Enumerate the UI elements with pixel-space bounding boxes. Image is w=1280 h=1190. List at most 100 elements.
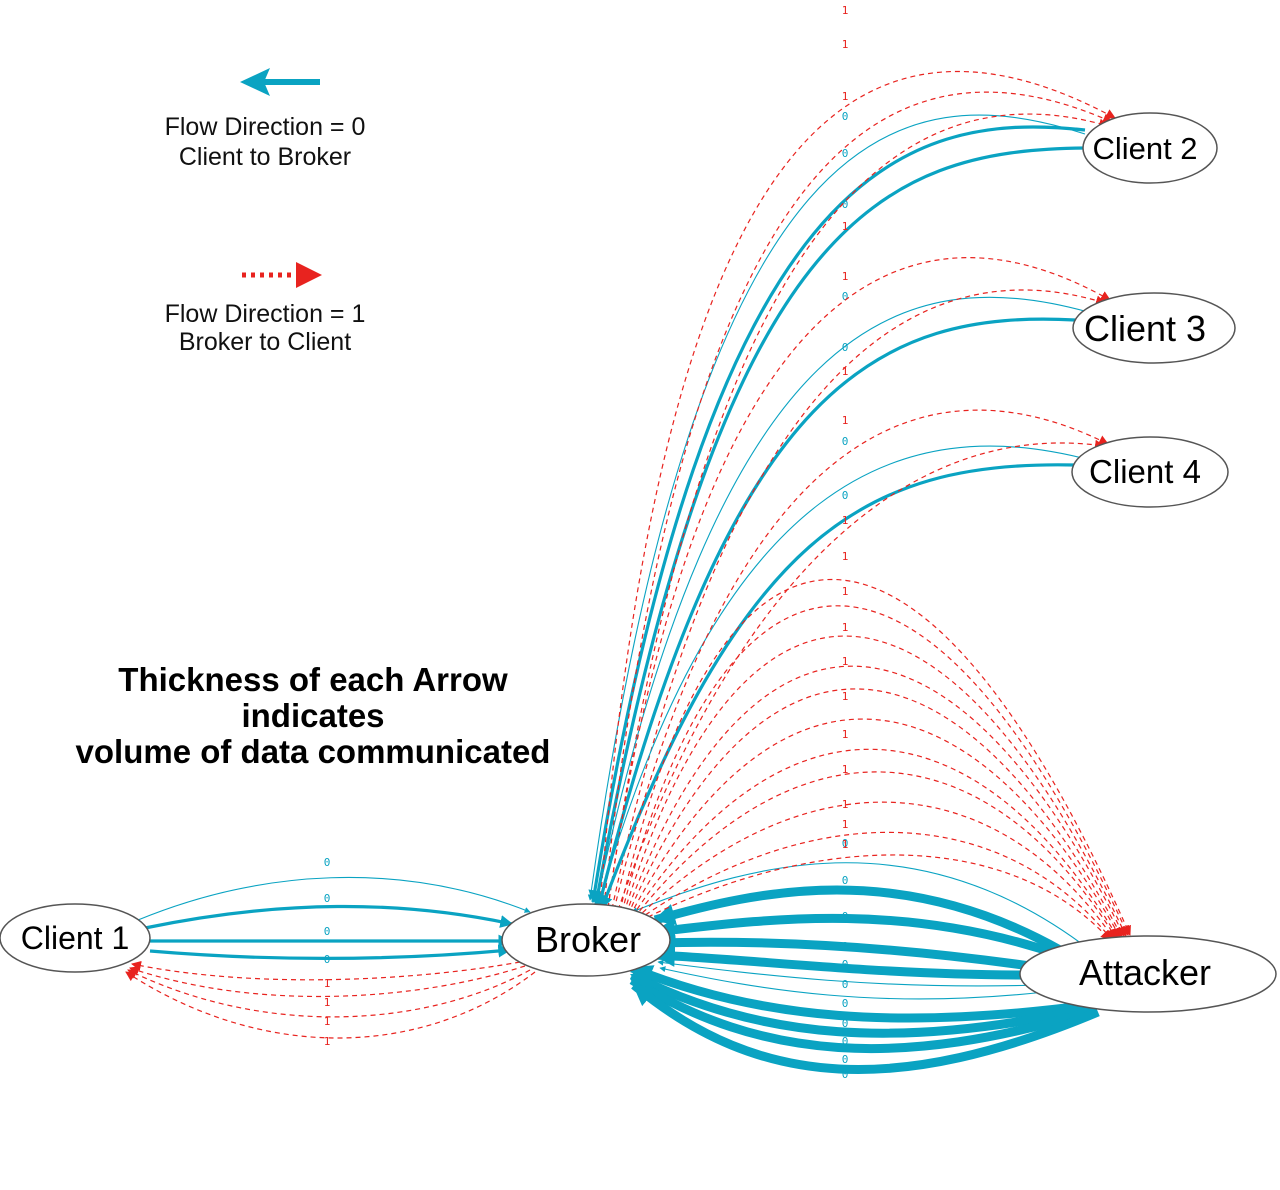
legend-flow1-title: Flow Direction = 1 [165, 300, 366, 328]
edge-label-10: 0 [842, 435, 849, 448]
edge-broker-to-attacker-41 [635, 801, 1115, 940]
edge-label-0: 0 [842, 110, 849, 123]
edge-broker-to-attacker-40 [633, 771, 1117, 939]
edge-label-22: 0 [842, 837, 849, 850]
node-attacker[interactable]: Attacker [1019, 935, 1277, 1013]
edge-label-19: 1 [324, 996, 331, 1009]
edge-label-2: 0 [842, 198, 849, 211]
edge-broker-to-attacker-42 [637, 831, 1113, 941]
edge-label-17: 0 [324, 953, 331, 966]
edge-label-8: 1 [842, 220, 849, 233]
edge-attacker-to-broker-24 [652, 913, 1062, 960]
note-line-2: indicates [241, 697, 384, 734]
edge-label-33: 1 [842, 514, 849, 527]
note-line-3: volume of data communicated [76, 733, 551, 770]
edge-attacker-to-broker-22 [631, 862, 1091, 951]
node-client2-label: Client 2 [1092, 131, 1197, 166]
legend-flow0-arrowhead [240, 68, 270, 96]
edge-broker-to-attacker-35 [623, 635, 1127, 937]
edge-label-14: 0 [324, 856, 331, 869]
edge-attacker-to-broker-29 [629, 963, 1091, 1023]
edge-broker-to-attacker-43 [639, 854, 1111, 941]
edge-client4-to-broker-11 [600, 463, 1076, 910]
edge-broker-to-attacker-37 [627, 688, 1123, 938]
edge-broker-to-client1-18 [131, 960, 521, 981]
note-line-1: Thickness of each Arrow [118, 661, 508, 698]
edge-attacker-to-broker-32 [631, 981, 1100, 1074]
edge-broker-to-attacker-36 [625, 665, 1125, 937]
edge-attacker-to-broker-26 [652, 944, 1026, 980]
legend-flow0-title: Flow Direction = 0 [165, 113, 366, 141]
edge-label-43: 1 [842, 838, 849, 851]
edge-client2-to-broker-1 [588, 125, 1086, 904]
edge-label-25: 0 [842, 940, 849, 953]
legend-flow0: Flow Direction = 0 Client to Broker [165, 68, 366, 171]
edge-label-28: 0 [842, 997, 849, 1010]
edge-label-16: 0 [324, 925, 331, 938]
edge-attacker-to-broker-27 [657, 959, 1041, 987]
legend-flow0-desc: Client to Broker [179, 143, 351, 171]
edge-broker-to-client4-12 [613, 409, 1109, 911]
edge-label-38: 1 [842, 690, 849, 703]
edge-label-34: 1 [842, 550, 849, 563]
node-broker-label: Broker [535, 919, 641, 960]
edge-label-20: 1 [324, 1015, 331, 1028]
edge-label-35: 1 [842, 585, 849, 598]
node-broker[interactable]: Broker [501, 903, 671, 977]
edge-client1-to-broker-17 [149, 944, 512, 961]
edge-label-29: 0 [842, 1017, 849, 1030]
legend-flow1: Flow Direction = 1 Broker to Client [165, 262, 366, 356]
edge-label-4: 1 [842, 38, 849, 51]
edge-client2-to-broker-0 [587, 114, 1086, 901]
node-client4-label: Client 4 [1089, 453, 1201, 490]
edge-client2-to-broker-2 [591, 146, 1086, 906]
edge-attacker-to-broker-28 [659, 966, 1046, 1000]
edge-broker-to-attacker-38 [629, 718, 1121, 938]
edge-label-18: 1 [324, 977, 331, 990]
edge-client1-to-broker-14 [137, 876, 531, 921]
edge-client3-to-broker-6 [594, 296, 1089, 906]
edge-broker-to-client1-20 [127, 969, 531, 1018]
edge-label-9: 1 [842, 270, 849, 283]
edge-label-41: 1 [842, 798, 849, 811]
edge-label-31: 0 [842, 1053, 849, 1066]
edge-label-3: 1 [842, 4, 849, 17]
edge-attacker-to-broker-23 [652, 885, 1063, 954]
edge-client4-to-broker-10 [596, 445, 1091, 907]
edge-broker-to-client2-4 [603, 91, 1113, 907]
node-client3-label: Client 3 [1084, 308, 1206, 349]
edge-label-42: 1 [842, 818, 849, 831]
edge-label-7: 0 [842, 341, 849, 354]
edge-broker-to-client3-9 [611, 289, 1106, 910]
node-client4[interactable]: Client 4 [1071, 436, 1229, 508]
edge-label-13: 1 [842, 414, 849, 427]
edge-client3-to-broker-7 [595, 317, 1076, 908]
edge-label-6: 0 [842, 290, 849, 303]
edge-broker-to-client2-5 [607, 113, 1109, 909]
edge-label-30: 0 [842, 1035, 849, 1048]
edge-label-21: 1 [324, 1035, 331, 1048]
edge-broker-to-client1-21 [125, 971, 536, 1039]
edge-label-23: 0 [842, 874, 849, 887]
edge-attacker-to-broker-31 [629, 976, 1097, 1054]
node-client1[interactable]: Client 1 [0, 903, 151, 973]
legend-flow1-arrowhead [296, 262, 322, 288]
edge-label-27: 0 [842, 978, 849, 991]
legend-flow1-desc: Broker to Client [179, 328, 351, 356]
edge-label-11: 0 [842, 489, 849, 502]
edge-label-36: 1 [842, 621, 849, 634]
edge-broker-to-attacker-39 [631, 748, 1119, 939]
edge-attacker-to-broker-25 [652, 931, 1031, 971]
node-client1-label: Client 1 [21, 920, 130, 956]
edge-label-40: 1 [842, 763, 849, 776]
edges-layer: 0001110011001100001111000000000001111111… [125, 4, 1131, 1081]
node-client3[interactable]: Client 3 [1072, 292, 1236, 364]
node-client2[interactable]: Client 2 [1082, 112, 1218, 184]
edge-label-5: 1 [842, 90, 849, 103]
edge-broker-to-client2-3 [599, 70, 1116, 906]
edge-label-24: 0 [842, 910, 849, 923]
edge-label-1: 0 [842, 147, 849, 160]
edge-label-32: 0 [842, 1068, 849, 1081]
edge-broker-to-attacker-34 [621, 605, 1129, 936]
